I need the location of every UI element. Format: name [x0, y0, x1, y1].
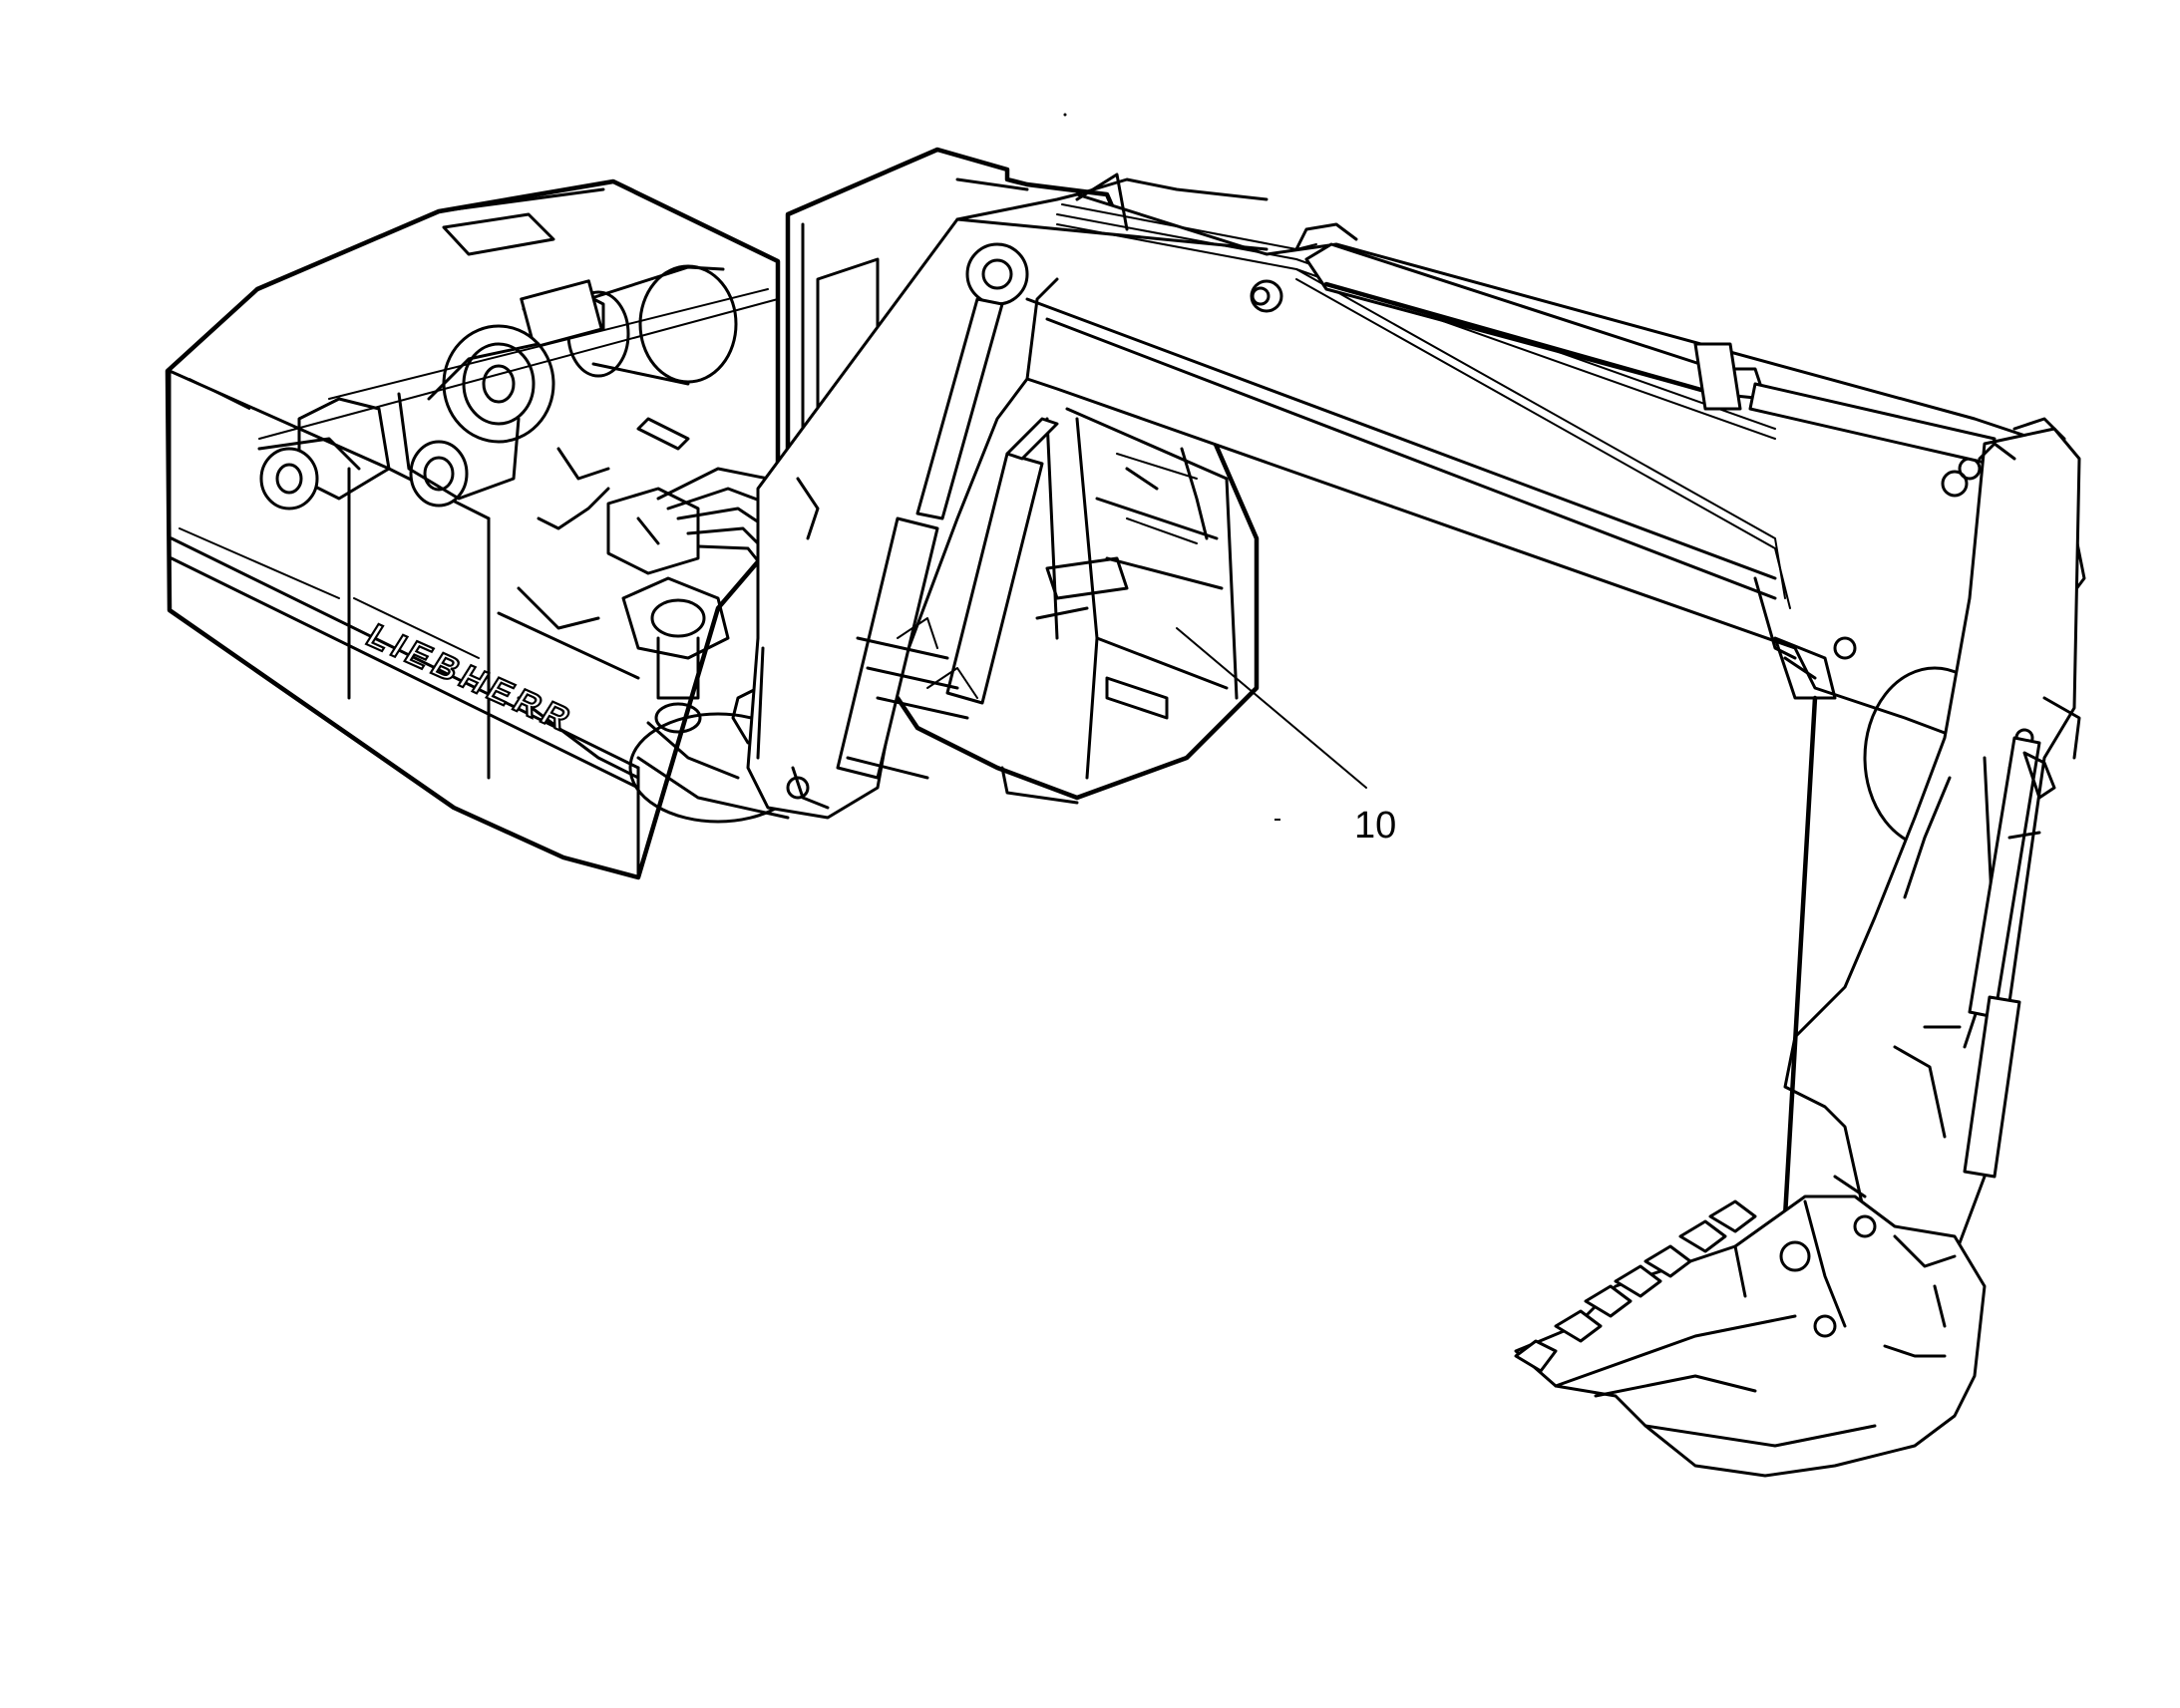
bucket-cylinder [1893, 736, 2056, 1179]
bucket-teeth [1514, 1199, 1757, 1373]
callout-leader-line [1176, 627, 1367, 789]
boom-cylinders [836, 297, 1059, 780]
engine-housing [165, 178, 781, 880]
bucket [1514, 1175, 1987, 1478]
stick-cylinder [1250, 242, 1997, 466]
scan-dot [1063, 113, 1067, 117]
engine-motor [257, 264, 779, 530]
boom [746, 177, 2086, 850]
callout-label: 10 [1354, 805, 1396, 847]
operator-cab [785, 147, 1260, 805]
callout-10: 10 [1176, 627, 1396, 847]
boom-hydraulic-lines [1056, 172, 1791, 609]
